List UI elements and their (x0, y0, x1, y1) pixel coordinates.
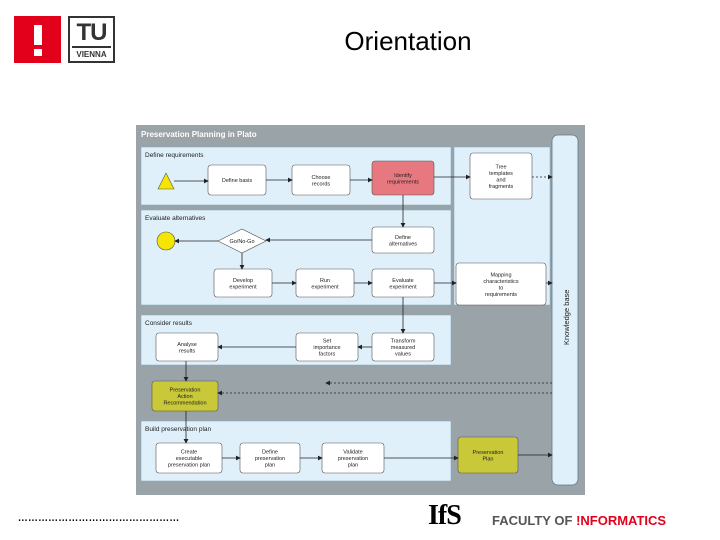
box-text: experiment (311, 284, 339, 290)
box-text: Create (181, 450, 198, 456)
box-text: Develop (233, 278, 253, 284)
box-text: templates (489, 171, 513, 177)
section-label-define-requirements: Define requirements (145, 152, 204, 159)
box-text: importance (313, 345, 340, 351)
logo-tu-text: TU (76, 19, 108, 46)
slide-title: Orientation (344, 26, 472, 56)
box-text: requirements (387, 179, 419, 185)
box-text: factors (319, 352, 336, 358)
box-text: experiment (389, 284, 417, 290)
box-text: values (395, 352, 411, 358)
box-text: Recommendation (163, 401, 206, 407)
box-text: plan (348, 463, 358, 469)
box-text: preservation plan (168, 463, 210, 469)
box-text: Mapping (490, 272, 511, 278)
box-text: plan (265, 463, 275, 469)
box-text: Preservation (473, 450, 504, 456)
faculty-of-informatics-logo: FACULTY OF !NFORMATICS (492, 513, 666, 528)
box-text: Run (320, 278, 330, 284)
knowledge-base-cylinder (551, 134, 579, 486)
box-define-basis: Define basis (207, 164, 267, 196)
box-text: characteristics (483, 279, 518, 285)
box-text: Action (177, 394, 192, 400)
tu-exclamation-logo (14, 16, 61, 63)
logo-dot (34, 49, 42, 56)
box-text: Transform (391, 339, 416, 345)
box-text: Tree (495, 164, 506, 170)
box-text: results (179, 348, 195, 354)
box-text: Define (395, 235, 411, 241)
go-nogo-label: Go/No-Go (229, 239, 254, 245)
section-label-evaluate-alternatives: Evaluate alternatives (145, 215, 206, 222)
logo-vienna-text: VIENNA (72, 46, 111, 59)
section-label-consider-results: Consider results (145, 320, 193, 327)
box-text: requirements (485, 292, 517, 298)
box-text: Plan (482, 456, 493, 462)
box-text: Preservation (170, 388, 201, 394)
footer-dots: ………………………………………… (18, 508, 180, 526)
box-text: Define (262, 450, 278, 456)
box-text: and (496, 177, 505, 183)
ifs-logo: IfS (428, 500, 462, 531)
box-text: Evaluate (392, 278, 413, 284)
of-word: OF (554, 513, 573, 528)
box-text: executable (176, 456, 203, 462)
box-text: alternatives (389, 241, 417, 247)
box-text: measured (391, 345, 415, 351)
start-triangle (157, 172, 175, 190)
box-text: preservation (255, 456, 285, 462)
box-text: Identify (394, 173, 412, 179)
box-text: fragments (489, 184, 514, 190)
box-text: preservation (338, 456, 368, 462)
box-text: Define basis (222, 178, 253, 184)
box-text: Choose (312, 175, 331, 181)
knowledge-base-label: Knowledge base (562, 290, 571, 345)
box-text: records (312, 181, 331, 187)
end-circle (156, 231, 176, 251)
preservation-planning-diagram: Preservation Planning in Plato Define re… (136, 125, 585, 495)
diagram-title: Preservation Planning in Plato (141, 130, 257, 139)
informatics-word: !NFORMATICS (576, 513, 667, 528)
tu-vienna-logo: TU VIENNA (68, 16, 115, 63)
box-text: Set (323, 339, 332, 345)
faculty-word: FACULTY (492, 513, 551, 528)
section-label-build-plan: Build preservation plan (145, 426, 212, 433)
box-text: experiment (229, 284, 257, 290)
box-text: to (499, 285, 504, 291)
logo-bar (34, 25, 42, 45)
box-text: Validate (343, 450, 362, 456)
box-text: Analyse (177, 342, 197, 348)
